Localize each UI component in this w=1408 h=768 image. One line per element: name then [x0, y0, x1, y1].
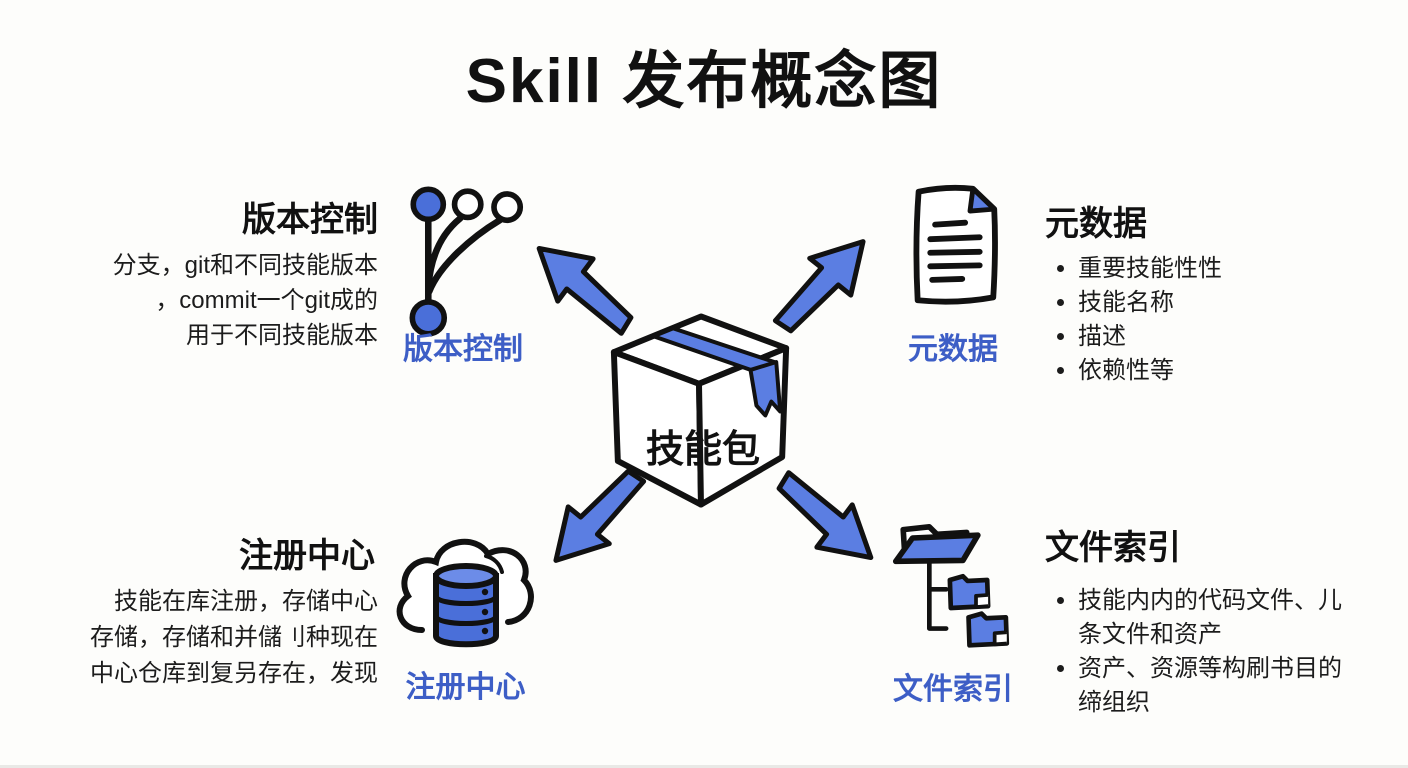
bullet-item: 资产、资源等构刷书目的缔组织 [1078, 652, 1360, 720]
metadata-heading: 元数据 [1045, 205, 1147, 243]
registry-heading: 注册中心 [239, 537, 375, 575]
page-title: Skill 发布概念图 [465, 47, 943, 116]
bullet-item: 依赖性等 [1078, 354, 1378, 388]
metadata-bullet-list: 重要技能性性 技能名称 描述 依赖性等 [1048, 252, 1378, 388]
version-control-heading: 版本控制 [242, 201, 378, 239]
metadata-label: 元数据 [908, 333, 998, 366]
arrow-down-left-icon [528, 450, 666, 586]
description-line: 存储，存储和并儲刂种现在 [90, 624, 378, 651]
description-line: 中心仓库到复叧存在，发现 [90, 660, 378, 687]
cloud-database-icon [396, 538, 534, 648]
description-line: 用于不同技能版本 [186, 322, 378, 349]
registry-description: 技能在库注册，存储中心 存储，存储和并儲刂种现在 中心仓库到复叧存在，发现 [90, 584, 378, 692]
description-line: 技能在库注册，存储中心 [114, 588, 378, 615]
bullet-item: 描述 [1078, 320, 1378, 354]
bullet-item: 技能内内的代码文件、儿条文件和资产 [1078, 584, 1360, 652]
file-index-heading: 文件索引 [1045, 529, 1181, 567]
arrow-up-left-icon [514, 220, 652, 356]
bullet-item: 重要技能性性 [1078, 252, 1378, 286]
git-branch-icon [409, 186, 524, 337]
arrow-down-right-icon [758, 450, 896, 586]
file-index-bullet-list: 技能内内的代码文件、儿条文件和资产 资产、资源等构刷书目的缔组织 [1048, 584, 1360, 720]
description-line: 分支，git和不同技能版本 [112, 252, 378, 279]
folder-tree-icon [892, 524, 1010, 648]
bullet-item: 技能名称 [1078, 286, 1378, 320]
version-control-label: 版本控制 [403, 333, 523, 366]
package-label: 技能包 [645, 429, 760, 471]
file-index-label: 文件索引 [893, 673, 1013, 706]
version-control-description: 分支，git和不同技能版本 ，commit一个git成的 用于不同技能版本 [113, 248, 378, 353]
arrow-up-right-icon [753, 216, 891, 352]
package-box-icon [610, 313, 790, 508]
description-line: ，commit一个git成的 [155, 287, 378, 314]
document-icon [913, 184, 998, 305]
registry-label: 注册中心 [405, 671, 526, 704]
bottom-edge-artifact [0, 765, 1408, 768]
